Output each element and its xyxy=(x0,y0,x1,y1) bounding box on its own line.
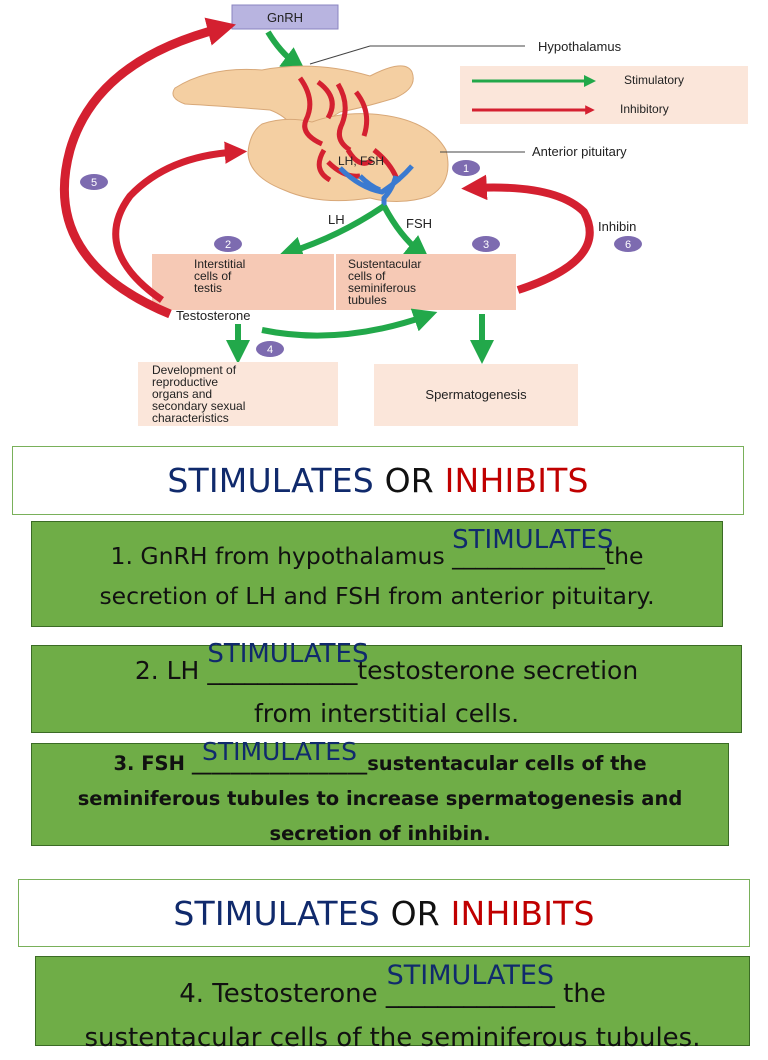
section-header-1: STIMULATES OR INHIBITS xyxy=(12,446,744,515)
q3-text-start: 3. FSH xyxy=(113,752,192,775)
portal-vessels xyxy=(297,76,401,183)
legend-stimulatory: Stimulatory xyxy=(624,73,684,87)
q1-answer: STIMULATES xyxy=(452,525,614,555)
testosterone-feedback-arrow xyxy=(59,17,236,319)
sustentacular-box xyxy=(336,254,516,310)
anterior-pituitary-label: Anterior pituitary xyxy=(532,144,627,159)
step-1-number: 1 xyxy=(463,163,469,175)
inhibits-word: INHIBITS xyxy=(450,893,595,933)
gnrh-arrow xyxy=(265,30,306,72)
q1-blank-line: _____________ xyxy=(452,542,605,570)
q2-blank-line: ____________ xyxy=(207,656,358,685)
q2-text-start: 2. LH xyxy=(134,656,208,685)
q3-blank[interactable]: __________________STIMULATES xyxy=(191,737,368,781)
testosterone-feedback-arrow-2 xyxy=(112,141,248,303)
q3-answer: STIMULATES xyxy=(201,737,357,766)
step-6-number: 6 xyxy=(625,239,631,251)
question-1: 1. GnRH from hypothalamus _____________S… xyxy=(31,521,723,627)
veins xyxy=(338,164,414,206)
or-word: OR xyxy=(384,461,434,500)
interstitial-label: Interstitial cells of testis xyxy=(194,257,249,295)
step-5-badge xyxy=(80,174,108,190)
q4-blank-line: _____________ xyxy=(385,979,555,1009)
q3-blank-line: __________________ xyxy=(191,752,368,775)
lh-arrow xyxy=(278,203,386,260)
step-1-badge xyxy=(452,160,480,176)
q2-blank[interactable]: ____________STIMULATES xyxy=(207,639,368,692)
legend-inhibitory: Inhibitory xyxy=(620,102,669,116)
lh-label: LH xyxy=(328,212,345,227)
hormone-feedback-diagram: GnRH LH, FSH Hypothalamus Anterior pitui… xyxy=(59,4,748,426)
step-6-badge xyxy=(614,236,642,252)
legend-box xyxy=(460,66,748,124)
q4-text-line2: sustentacular cells of the seminiferous … xyxy=(84,1023,701,1053)
inhibits-word: INHIBITS xyxy=(444,461,589,500)
q1-text-end: the xyxy=(604,542,644,570)
stimulates-word: STIMULATES xyxy=(167,461,374,500)
stimulates-word: STIMULATES xyxy=(173,893,380,933)
q3-text-end: sustentacular cells of the xyxy=(367,752,647,775)
gnrh-label: GnRH xyxy=(267,10,303,25)
hypothalamus-shape xyxy=(172,65,414,141)
step-4-badge xyxy=(256,341,284,357)
inhibin-arrow xyxy=(461,174,594,294)
q3-text-line2: seminiferous tubules to increase spermat… xyxy=(77,787,683,810)
q4-text-start: 4. Testosterone xyxy=(179,979,386,1009)
q4-blank[interactable]: _____________STIMULATES xyxy=(385,960,555,1016)
testosterone-to-sustentacular-arrow xyxy=(261,308,438,339)
step-3-badge xyxy=(472,236,500,252)
step-4-number: 4 xyxy=(267,344,273,356)
fsh-arrow xyxy=(381,204,430,260)
sustentacular-label: Sustentacular cells of seminiferous tubu… xyxy=(348,257,425,307)
lh-fsh-label: LH, FSH xyxy=(338,154,384,168)
q1-blank[interactable]: _____________STIMULATES xyxy=(452,525,613,576)
interstitial-box xyxy=(152,254,334,310)
testosterone-label: Testosterone xyxy=(176,308,250,323)
q1-text-start: 1. GnRH from hypothalamus xyxy=(110,542,453,570)
inhibin-label: Inhibin xyxy=(598,219,636,234)
q1-text-line2: secretion of LH and FSH from anterior pi… xyxy=(99,582,655,610)
q2-text-end: testosterone secretion xyxy=(357,656,639,685)
gnrh-box xyxy=(231,4,339,30)
or-word: OR xyxy=(390,893,440,933)
step-5-number: 5 xyxy=(91,177,97,189)
q4-text-end: the xyxy=(554,979,606,1009)
q4-answer: STIMULATES xyxy=(386,960,555,991)
fsh-label: FSH xyxy=(406,216,432,231)
step-2-number: 2 xyxy=(225,239,231,251)
spermatogenesis-box xyxy=(374,364,578,426)
q2-text-line2: from interstitial cells. xyxy=(253,699,520,728)
q3-text-line3: secretion of inhibin. xyxy=(269,822,491,845)
q2-answer: STIMULATES xyxy=(207,639,369,669)
hypothalamus-label: Hypothalamus xyxy=(538,39,622,54)
question-4: 4. Testosterone _____________STIMULATES … xyxy=(35,956,750,1053)
spermatogenesis-label: Spermatogenesis xyxy=(425,387,527,402)
development-label: Development of reproductive organs and s… xyxy=(152,363,249,425)
development-box xyxy=(138,362,338,426)
step-3-number: 3 xyxy=(483,239,489,251)
step-2-badge xyxy=(214,236,242,252)
section-header-2: STIMULATES OR INHIBITS xyxy=(18,879,750,947)
